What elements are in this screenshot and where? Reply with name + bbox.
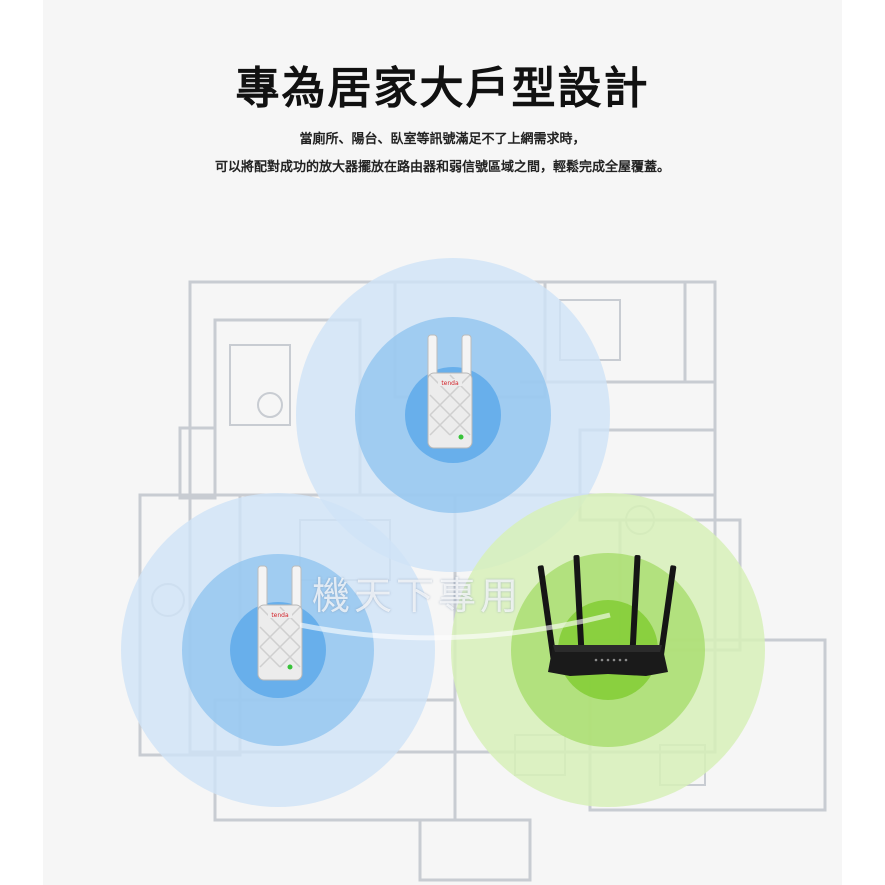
watermark-swoosh: [299, 612, 611, 641]
subtitle-line-1: 當廁所、陽台、臥室等訊號滿足不了上網需求時，: [299, 132, 586, 147]
extender-top-icon: tenda: [427, 334, 473, 449]
subtitle-line-2: 可以將配對成功的放大器擺放在路由器和弱信號區域之間，輕鬆完成全屋覆蓋。: [214, 160, 670, 175]
extender-left-brand: tenda: [271, 612, 289, 619]
page-title: 專為居家大戶型設計: [235, 63, 650, 114]
extender-top-brand: tenda: [441, 380, 459, 387]
extender-left-icon: tenda: [257, 565, 303, 681]
watermark-text: 機天下專用: [312, 574, 523, 618]
router-icon: [537, 555, 677, 676]
